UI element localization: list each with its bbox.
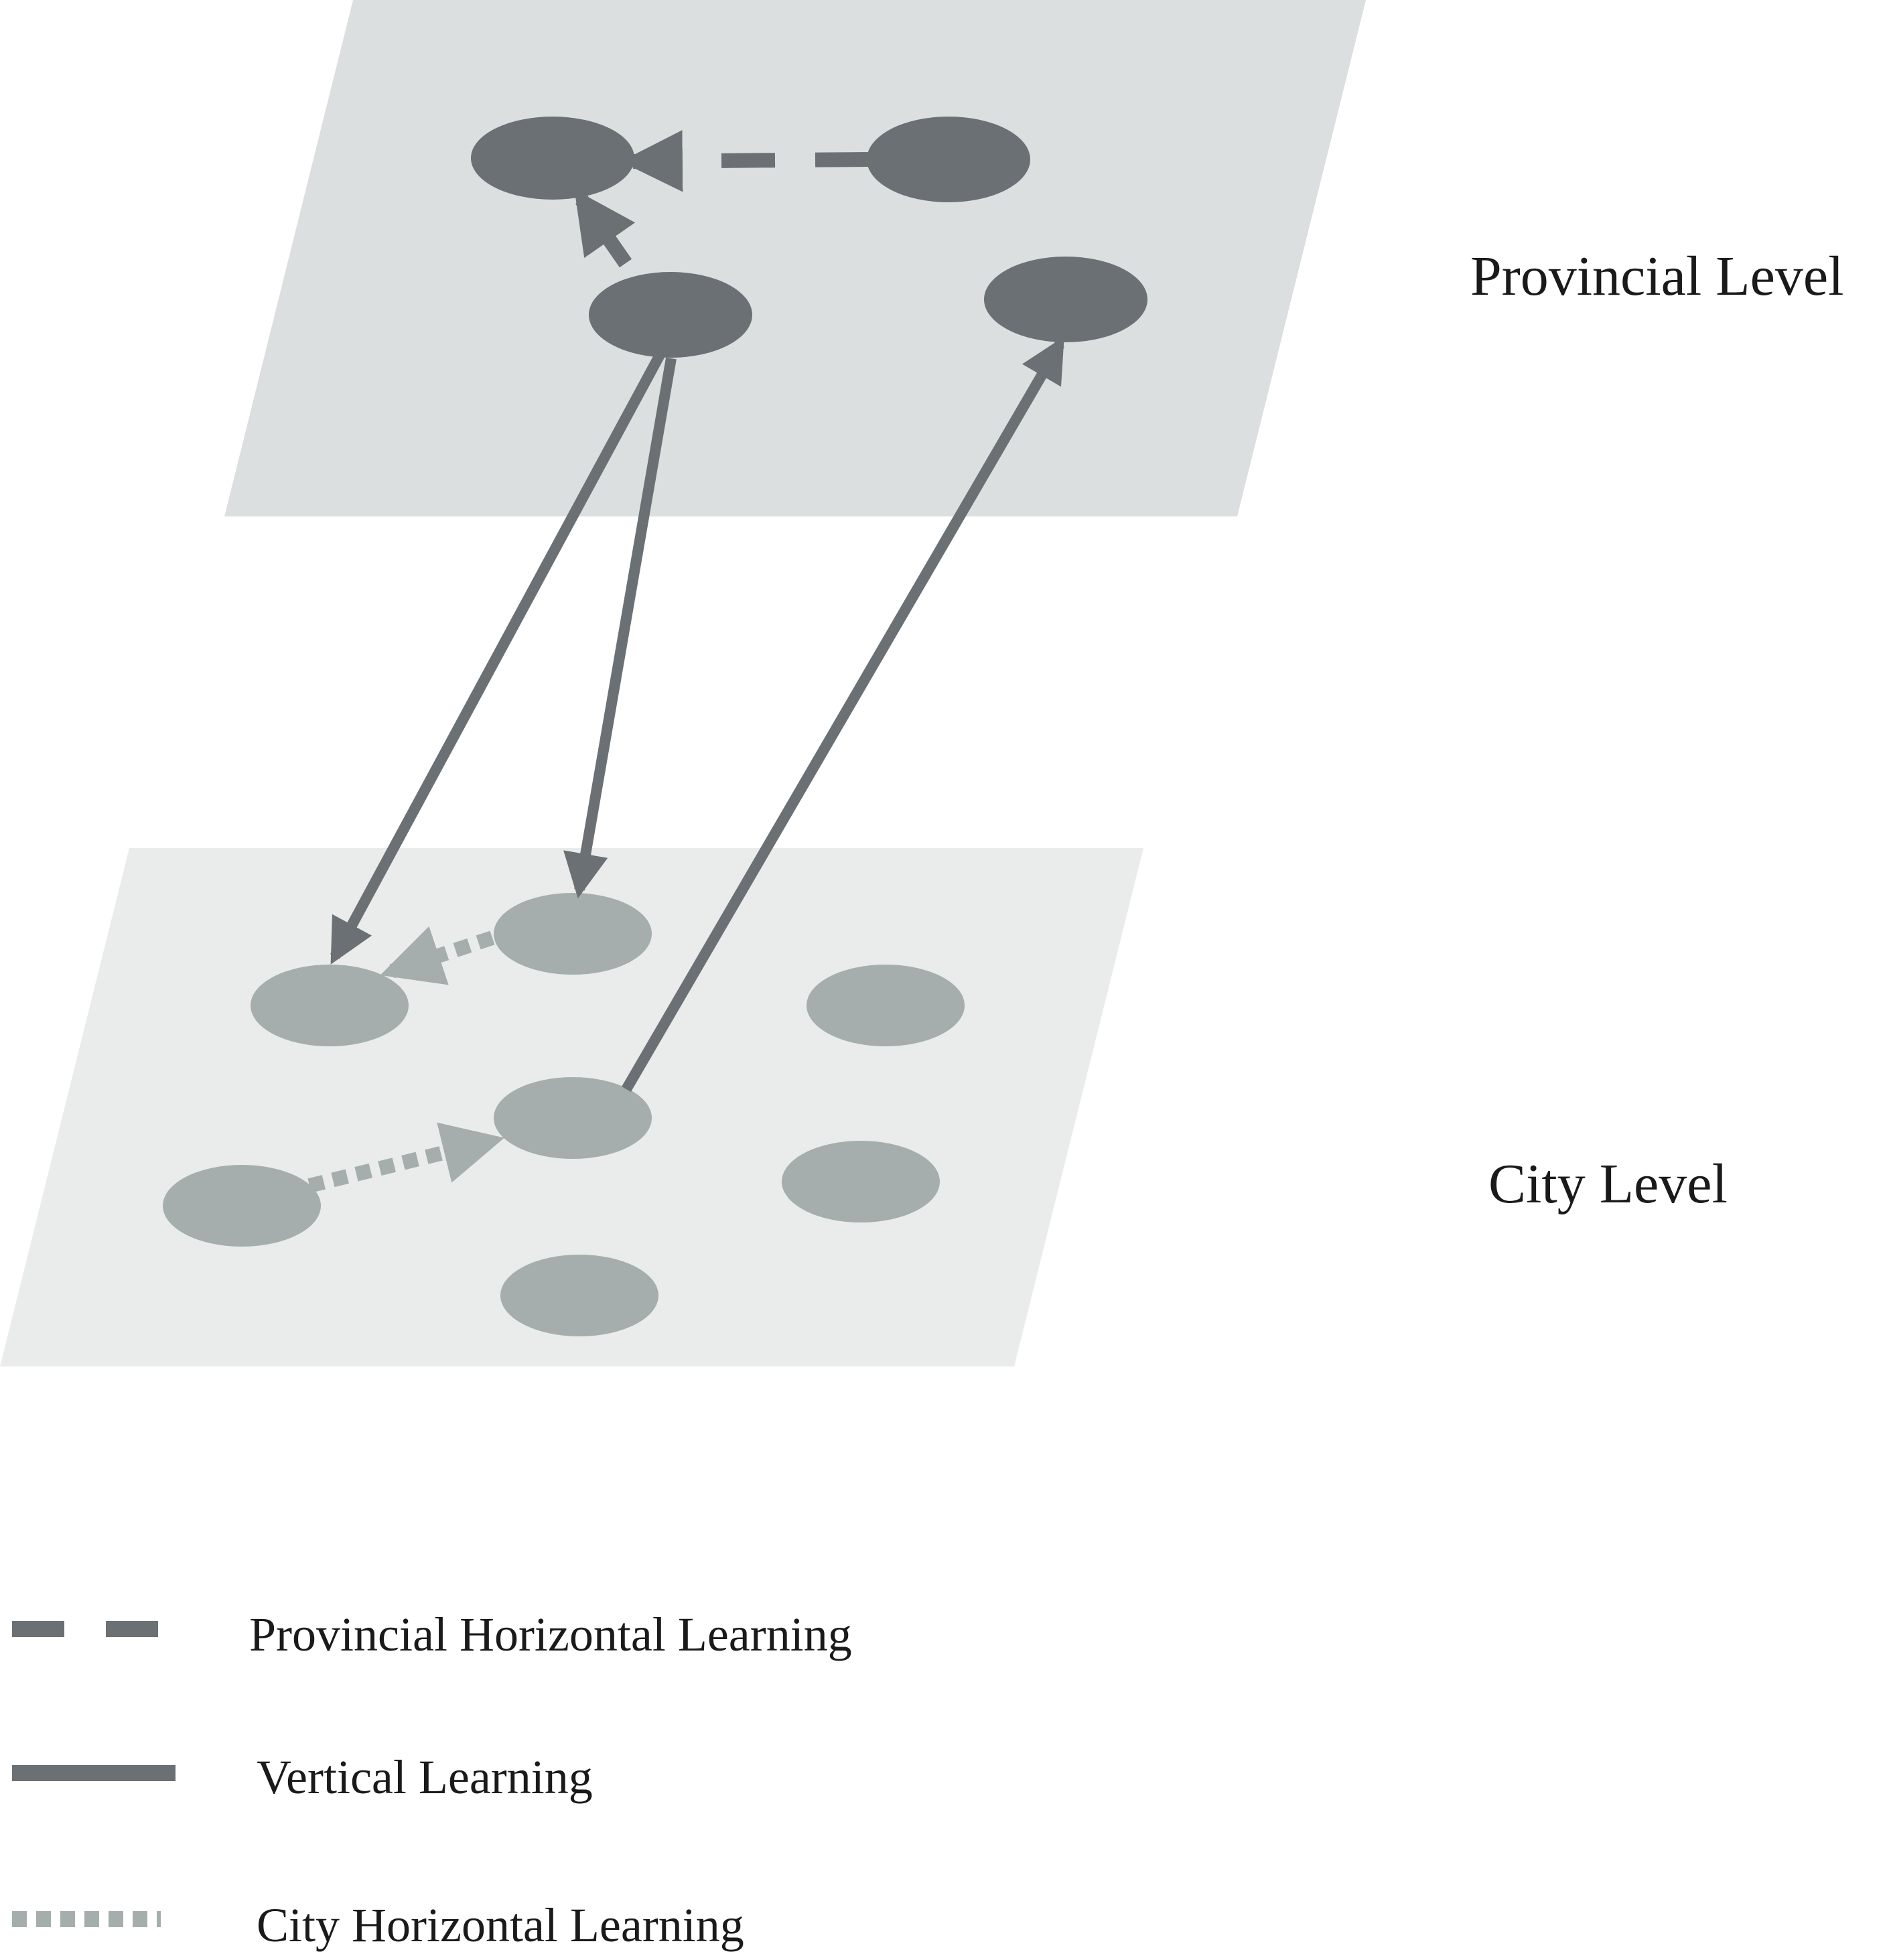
provincial-nodes [471, 117, 1147, 358]
provincial-level-label: Provincial Level [1470, 245, 1843, 307]
city-horizontal-arrow-1 [380, 926, 495, 985]
vertical-arrow-2 [563, 357, 677, 899]
provincial-node-2 [867, 117, 1030, 202]
provincial-node-4 [984, 257, 1147, 342]
city-node-6 [782, 1141, 940, 1222]
provincial-plane [224, 0, 1366, 516]
legend-vertical-label: Vertical Learning [257, 1750, 593, 1804]
city-node-1 [494, 893, 652, 975]
city-node-3 [807, 965, 965, 1046]
vertical-arrow-3 [622, 336, 1064, 1093]
legend-provincial-horizontal-label: Provincial Horizontal Learning [249, 1608, 852, 1661]
city-level-label: City Level [1488, 1153, 1728, 1215]
provincial-node-3 [589, 272, 752, 358]
provincial-node-1 [471, 117, 634, 200]
provincial-horizontal-arrow-1 [620, 130, 869, 192]
city-horizontal-arrow-2 [307, 1122, 504, 1193]
city-nodes [163, 893, 965, 1336]
legend: Provincial Horizontal Learning Vertical … [12, 1608, 852, 1952]
city-node-4 [494, 1077, 652, 1159]
city-node-5 [163, 1165, 321, 1247]
legend-city-horizontal-label: City Horizontal Learning [257, 1898, 744, 1952]
city-node-7 [500, 1255, 658, 1336]
vertical-arrow-1 [330, 352, 665, 965]
provincial-horizontal-arrow-2 [574, 189, 636, 268]
city-node-2 [251, 965, 409, 1046]
